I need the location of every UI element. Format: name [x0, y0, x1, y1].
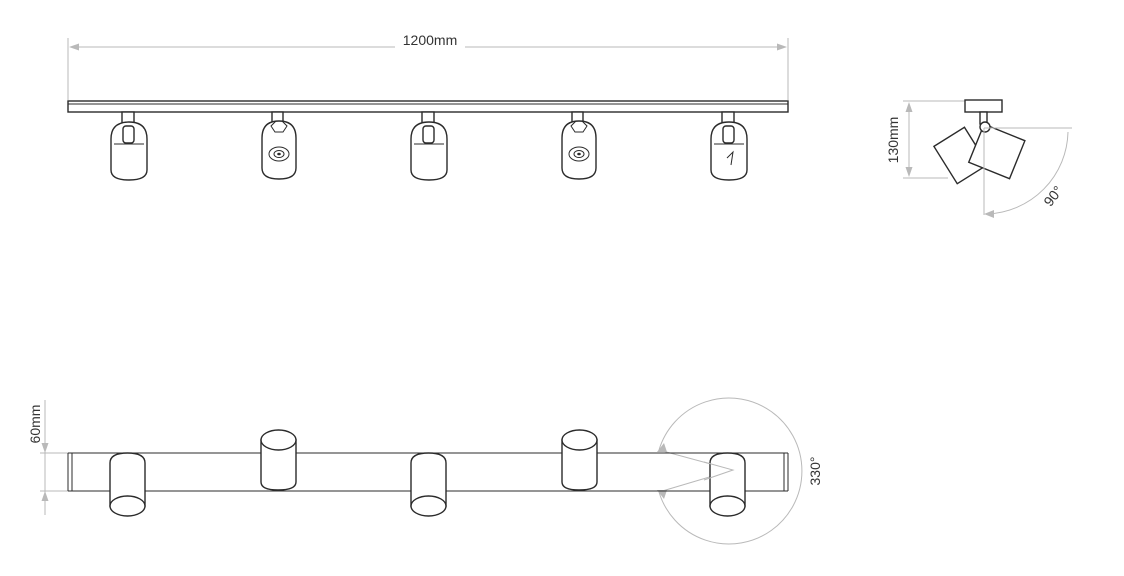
height-dimension: 130mm	[885, 100, 965, 179]
spotlight-front-4	[561, 111, 597, 180]
side-view: 130mm 90°	[885, 99, 1072, 218]
spotlight-plan-5	[703, 452, 746, 517]
spotlight-plan-3	[410, 452, 447, 517]
spotlight-front-3	[410, 111, 448, 181]
spotlight-plan-4	[561, 429, 598, 491]
side-height-dimension: 60mm	[27, 400, 68, 515]
spotlight-front-5	[710, 111, 748, 181]
spotlight-plan-1	[109, 452, 146, 517]
side-height-label: 60mm	[27, 405, 43, 444]
rotation-angle-label: 330°	[807, 457, 823, 486]
front-view: 1200mm	[67, 32, 789, 181]
ceiling-mount	[964, 99, 1003, 113]
plan-view: 60mm 330°	[27, 397, 823, 545]
spotlight-front-1	[110, 111, 148, 181]
length-label: 1200mm	[403, 32, 457, 48]
length-dimension: 1200mm	[67, 32, 789, 100]
spotlight-plan-2	[260, 429, 297, 491]
tilt-angle-label: 90°	[1040, 183, 1066, 210]
track-bar	[67, 100, 789, 113]
height-label: 130mm	[885, 117, 901, 164]
spotlight-side-2	[967, 123, 1026, 180]
spotlight-front-2	[261, 111, 297, 180]
